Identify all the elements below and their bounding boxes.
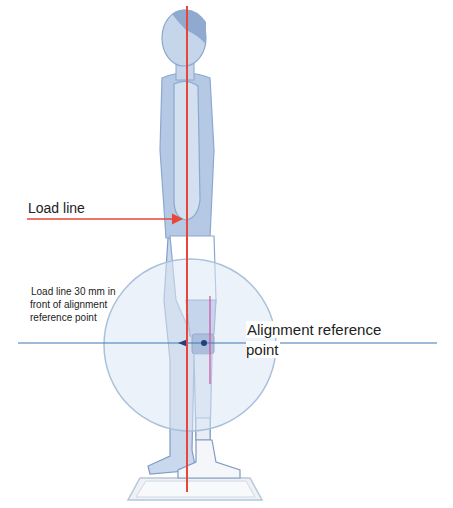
head [162,10,206,66]
label-text: Load line 30 mm in front of alignment re… [30,286,116,323]
force-platform [128,478,262,500]
load-line [186,6,188,492]
socket-reference-line [209,296,210,384]
platform-plate [136,481,255,497]
leader-label: Load line [27,200,177,216]
reference-line [18,342,437,343]
hair [172,10,206,45]
part-label: Alignment reference point [246,320,411,360]
label-text: Alignment reference point [246,321,381,358]
dimension-note: Load line 30 mm in front of alignment re… [30,285,138,324]
load-line-leader [27,218,182,220]
alignment-reference-point [201,340,207,346]
label-text: Load line [27,200,86,216]
